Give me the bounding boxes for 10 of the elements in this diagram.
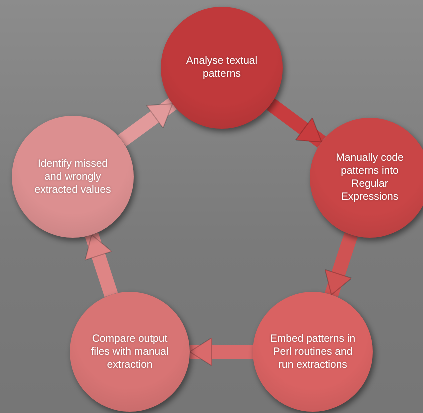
block-arrow [324, 232, 358, 298]
step-text: Embed patterns in Perl routines and run extractions [269, 332, 357, 372]
step-text: Manually code patterns into Regular Expressions [335, 152, 405, 204]
block-arrow [84, 232, 118, 298]
step-text: Analyse textual patterns [185, 55, 259, 81]
step-text: Compare output files with manual extraction [90, 332, 170, 372]
process-circle [310, 118, 423, 238]
block-arrow [190, 338, 253, 366]
step-text: Identify missed and wrongly extracted values [34, 158, 112, 196]
block-arrow [266, 98, 326, 148]
